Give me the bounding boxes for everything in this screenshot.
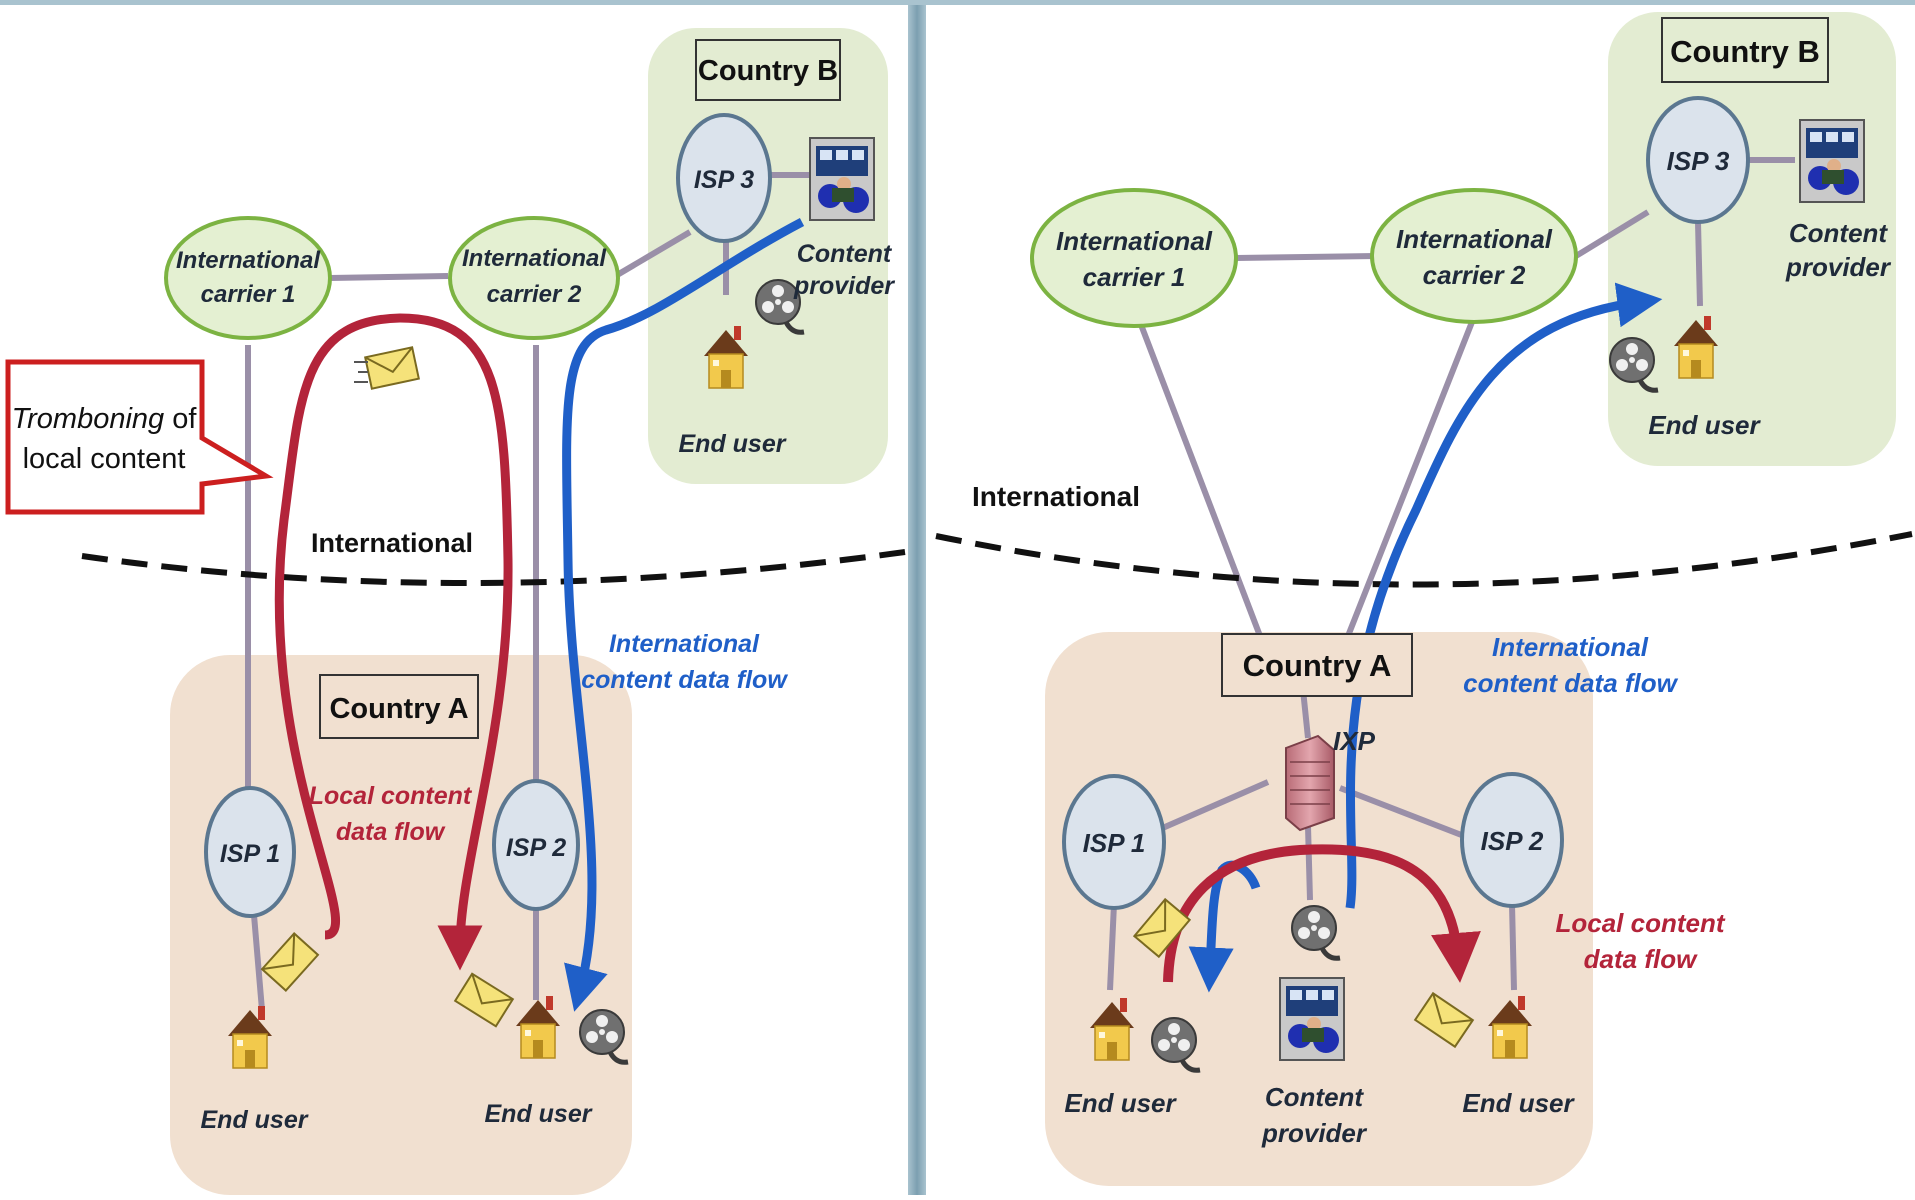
- right-ixp-building-icon: [1285, 734, 1335, 832]
- left-carrier-2: International carrier 2: [448, 216, 620, 340]
- right-carrier-1-line1: International: [1056, 226, 1213, 256]
- right-ixp-label: IXP: [1333, 726, 1376, 756]
- left-envelope-speed-lines: [354, 361, 368, 383]
- right-isp-1-shape: [1062, 774, 1166, 910]
- right-carrier-1-shape: [1030, 188, 1238, 328]
- left-local-flow-line1: Local content: [309, 782, 473, 810]
- left-carrier-2-line2: carrier 2: [487, 281, 582, 308]
- right-country-b-title: Country B: [1670, 34, 1820, 69]
- right-ixp-building-windows: [1290, 761, 1330, 805]
- right-end-user-a1-label: End user: [1064, 1088, 1177, 1118]
- left-international-boundary: [81, 549, 906, 587]
- right-carrier-2-line2: carrier 2: [1423, 260, 1526, 290]
- left-tromboning-callout-line1: Tromboning of: [12, 403, 198, 435]
- right-isp-2-label: ISP 2: [1481, 826, 1544, 856]
- left-carrier-2-shape: [448, 216, 620, 340]
- right-content-provider-a-line2: provider: [1261, 1118, 1368, 1148]
- left-country-a-title-frame: [319, 674, 479, 739]
- left-content-provider-line2: provider: [793, 272, 895, 300]
- right-end-user-a2-label: End user: [1462, 1088, 1575, 1118]
- right-content-provider-a-icon: [1279, 977, 1345, 1061]
- right-carrier-1-line2: carrier 1: [1083, 262, 1186, 292]
- right-ixp-building-shape: [1285, 734, 1335, 832]
- right-local-flow-line2: data flow: [1584, 944, 1698, 974]
- right-country-a-title: Country A: [1243, 648, 1392, 683]
- left-carrier-1: International carrier 1: [164, 216, 332, 340]
- left-envelope-icon-top: [364, 346, 420, 390]
- left-intl-flow-line2: content data flow: [581, 666, 788, 694]
- left-country-b-title-box: Country B: [695, 39, 841, 101]
- left-isp-3: ISP 3: [676, 113, 772, 243]
- left-country-b-title: Country B: [698, 55, 838, 87]
- right-international-label: International: [972, 481, 1140, 512]
- right-isp-3-shape: [1646, 96, 1750, 224]
- right-international-boundary: [935, 531, 1913, 588]
- left-country-a-title-box: Country A: [319, 674, 479, 739]
- right-end-user-b-label: End user: [1648, 410, 1761, 440]
- right-local-flow-line1: Local content: [1555, 908, 1725, 938]
- top-border: [0, 0, 1915, 5]
- left-local-flow-line2: data flow: [336, 818, 446, 846]
- left-end-user-a2-label: End user: [485, 1100, 593, 1128]
- left-end-user-b-label: End user: [679, 430, 787, 458]
- right-intl-flow-line2: content data flow: [1463, 668, 1679, 698]
- left-end-user-a1-label: End user: [201, 1106, 309, 1134]
- left-intl-content-flow: [562, 218, 805, 1012]
- right-country-b-title-box: Country B: [1661, 17, 1829, 83]
- right-isp-2-shape: [1460, 772, 1564, 908]
- left-country-a-title: Country A: [329, 693, 468, 725]
- left-carrier-2-line1: International: [462, 245, 607, 272]
- right-carrier-2-shape: [1370, 188, 1578, 324]
- right-content-provider-b-icon: [1799, 119, 1865, 203]
- left-carrier-1-line2: carrier 1: [201, 281, 296, 308]
- left-isp-1-shape: [204, 786, 296, 918]
- right-content-provider-b-line1: Content: [1789, 218, 1889, 248]
- left-isp-2-label: ISP 2: [506, 834, 566, 862]
- right-content-provider-b-line2: provider: [1785, 252, 1892, 282]
- right-isp-3: ISP 3: [1646, 96, 1750, 224]
- right-carrier-1: International carrier 1: [1030, 188, 1238, 328]
- left-local-content-flow: [274, 313, 513, 971]
- right-isp-1-label: ISP 1: [1083, 828, 1146, 858]
- right-intl-content-flow: [1345, 282, 1663, 909]
- left-isp-3-shape: [676, 113, 772, 243]
- right-isp-1: ISP 1: [1062, 774, 1166, 910]
- right-isp-3-label: ISP 3: [1667, 146, 1730, 176]
- right-carrier-2: International carrier 2: [1370, 188, 1578, 324]
- left-isp-2-shape: [492, 779, 580, 911]
- left-carrier-1-shape: [164, 216, 332, 340]
- left-content-provider-line1: Content: [797, 240, 893, 268]
- right-links: [1107, 157, 1795, 991]
- right-carrier-2-line1: International: [1396, 224, 1553, 254]
- left-panel: International carrier 1 International ca…: [5, 28, 906, 1195]
- left-tromboning-callout-line2: local content: [23, 443, 186, 475]
- left-intl-flow-line1: International: [609, 630, 760, 658]
- left-isp-1-label: ISP 1: [220, 840, 280, 868]
- left-isp-3-label: ISP 3: [694, 166, 754, 194]
- right-content-provider-a-line1: Content: [1265, 1082, 1365, 1112]
- right-country-a-title-box: Country A: [1221, 633, 1413, 697]
- right-isp-2: ISP 2: [1460, 772, 1564, 908]
- right-intl-flow-line1: International: [1492, 632, 1649, 662]
- left-content-provider-icon: [809, 137, 875, 221]
- left-carrier-1-line1: International: [176, 247, 321, 274]
- right-country-a-title-frame: [1221, 633, 1413, 697]
- right-country-b-title-frame: [1661, 17, 1829, 83]
- left-isp-2: ISP 2: [492, 779, 580, 911]
- panel-divider: [908, 0, 926, 1195]
- left-links: [245, 172, 812, 1011]
- left-international-label: International: [311, 528, 473, 558]
- left-isp-1: ISP 1: [204, 786, 296, 918]
- left-country-b-title-frame: [695, 39, 841, 101]
- right-panel: International carrier 1 International ca…: [935, 12, 1913, 1186]
- left-tromboning-callout: [5, 359, 274, 515]
